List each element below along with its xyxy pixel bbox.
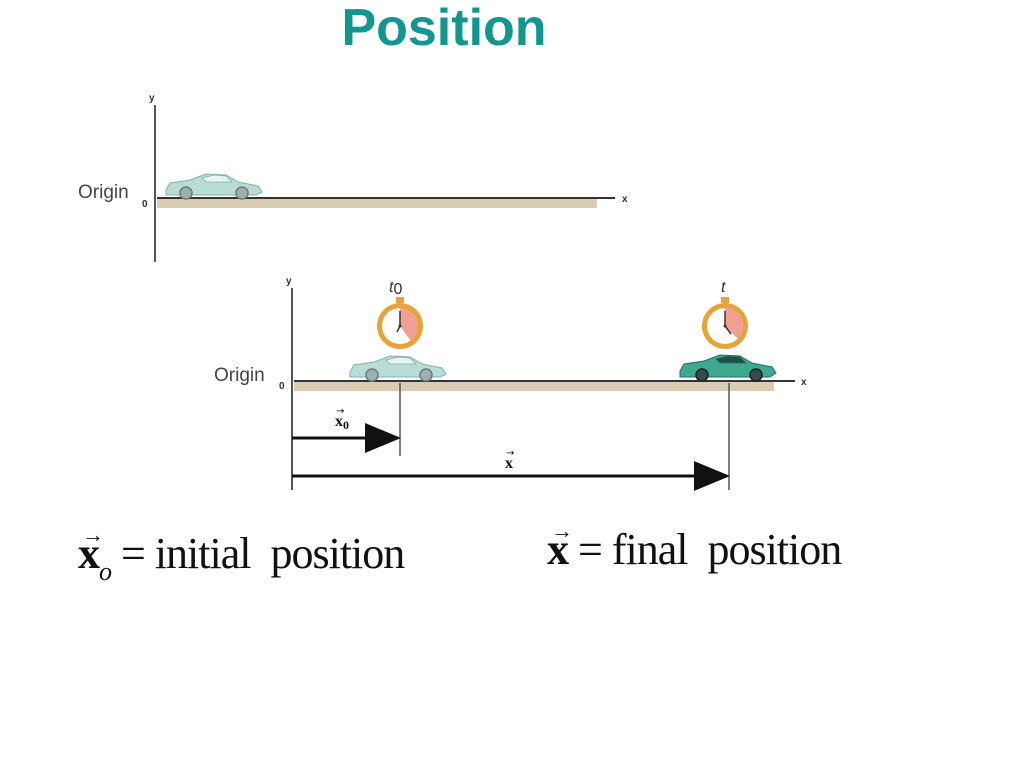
bottom-origin-label: Origin bbox=[214, 365, 265, 386]
final-position-text: final position bbox=[611, 525, 842, 574]
bottom-x-axis-label: x bbox=[801, 377, 807, 388]
equals-sign: = bbox=[121, 529, 146, 578]
stopwatch-initial-icon bbox=[377, 297, 423, 349]
top-y-axis-label: y bbox=[149, 93, 155, 104]
initial-vector-symbol: →x bbox=[78, 522, 104, 578]
top-x-axis-label: x bbox=[622, 194, 628, 205]
vector-arrow-icon: → bbox=[82, 522, 104, 547]
stopwatch-final-icon bbox=[702, 297, 748, 349]
initial-car bbox=[349, 355, 447, 382]
top-coordinate-diagram: y x Origin 0 bbox=[78, 93, 628, 262]
final-car bbox=[679, 354, 777, 382]
final-vector-arrow-icon: → bbox=[506, 448, 514, 459]
stopwatch-initial-label: t0 bbox=[389, 279, 402, 298]
initial-vector-arrow-icon: → bbox=[336, 406, 344, 417]
bottom-coordinate-diagram: y x Origin 0 t0 bbox=[214, 276, 807, 491]
equals-sign: = bbox=[578, 525, 603, 574]
stopwatch-final-label: t bbox=[721, 279, 726, 296]
bottom-y-axis-label: y bbox=[286, 276, 292, 287]
initial-position-text: initial position bbox=[154, 529, 405, 578]
top-zero-label: 0 bbox=[142, 199, 148, 210]
initial-subscript: o bbox=[99, 557, 112, 586]
bottom-ground bbox=[294, 382, 774, 391]
initial-vector-label: x0 bbox=[335, 413, 349, 432]
top-car bbox=[165, 173, 263, 200]
top-origin-label: Origin bbox=[78, 182, 129, 203]
bottom-zero-label: 0 bbox=[279, 381, 285, 392]
vector-arrow-icon: → bbox=[551, 518, 573, 543]
final-vector-symbol: →x bbox=[547, 518, 573, 574]
initial-position-equation: →xo =initial position bbox=[78, 522, 405, 586]
final-position-equation: →x=final position bbox=[547, 518, 842, 575]
final-vector-label: x bbox=[505, 455, 513, 472]
slide-title: Position bbox=[341, 0, 547, 57]
top-ground bbox=[157, 199, 597, 208]
